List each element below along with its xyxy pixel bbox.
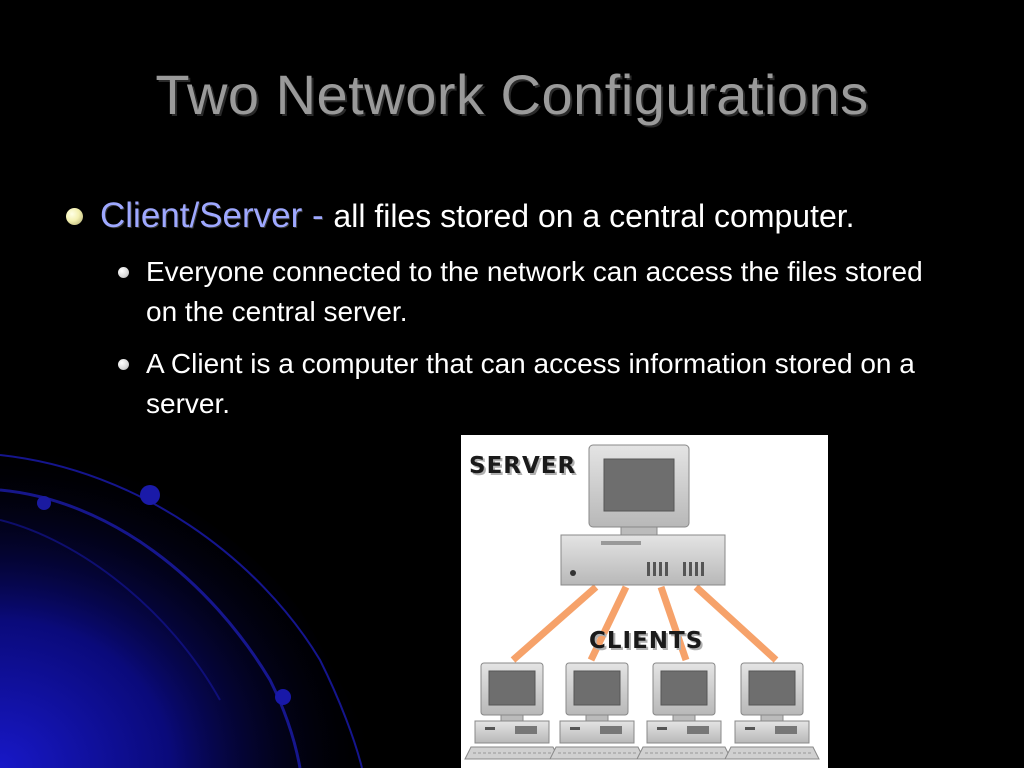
- client-computer: [636, 662, 732, 760]
- bullet-client-server: Client/Server - all files stored on a ce…: [60, 192, 960, 240]
- sub-bullet-dot-icon: [118, 267, 129, 278]
- sub-bullet-everyone: Everyone connected to the network can ac…: [60, 252, 936, 332]
- server-label: SERVER: [469, 453, 577, 479]
- connector-lines: [510, 584, 779, 663]
- sub-bullet-client-definition: A Client is a computer that can access i…: [60, 344, 926, 424]
- clients-label: CLIENTS: [589, 628, 704, 654]
- sub-bullet-dot-icon: [118, 359, 129, 370]
- sub-bullet-text: A Client is a computer that can access i…: [146, 348, 915, 419]
- network-diagram: SERVER CLIENTS: [461, 435, 828, 768]
- sub-bullet-text: Everyone connected to the network can ac…: [146, 256, 923, 327]
- client-computer: [549, 662, 645, 760]
- bullet-description: all files stored on a central computer.: [333, 198, 855, 234]
- bullet-dot-icon: [66, 208, 83, 225]
- slide-title: Two Network Configurations: [155, 63, 869, 126]
- bullet-term: Client/Server -: [100, 196, 334, 235]
- client-computer: [464, 662, 560, 760]
- client-computer: [724, 662, 820, 760]
- server-computer: [560, 444, 726, 586]
- bullet-list: Client/Server - all files stored on a ce…: [60, 192, 960, 424]
- client-server-illustration: [464, 444, 820, 760]
